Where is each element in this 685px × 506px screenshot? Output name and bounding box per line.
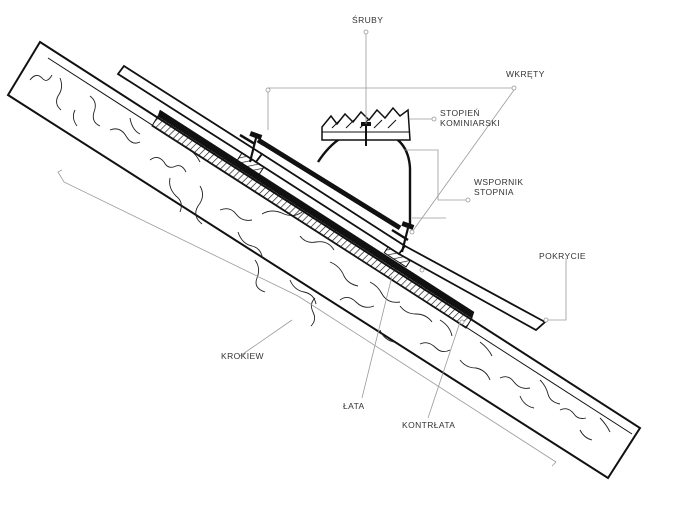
label-stopien-line2: KOMINIARSKI (440, 118, 501, 128)
label-sruby: ŚRUBY (352, 15, 384, 25)
label-kontrlata: KONTRŁATA (402, 420, 456, 430)
label-stopien-kominiarski: STOPIEŃ KOMINIARSKI (440, 108, 500, 128)
label-stopien-line1: STOPIEŃ (440, 108, 480, 118)
leader-dots (265, 29, 549, 325)
label-wspornik-line2: STOPNIA (474, 187, 514, 197)
label-pokrycie: POKRYCIE (539, 251, 586, 261)
label-lata: ŁATA (343, 401, 365, 411)
leader-lines (57, 32, 567, 467)
label-wspornik-stopnia: WSPORNIK STOPNIA (474, 177, 523, 197)
label-wspornik-line1: WSPORNIK (474, 177, 524, 187)
label-wkrety: WKRĘTY (506, 69, 545, 79)
roof-covering (116, 64, 547, 332)
label-krokiew: KROKIEW (221, 351, 264, 361)
